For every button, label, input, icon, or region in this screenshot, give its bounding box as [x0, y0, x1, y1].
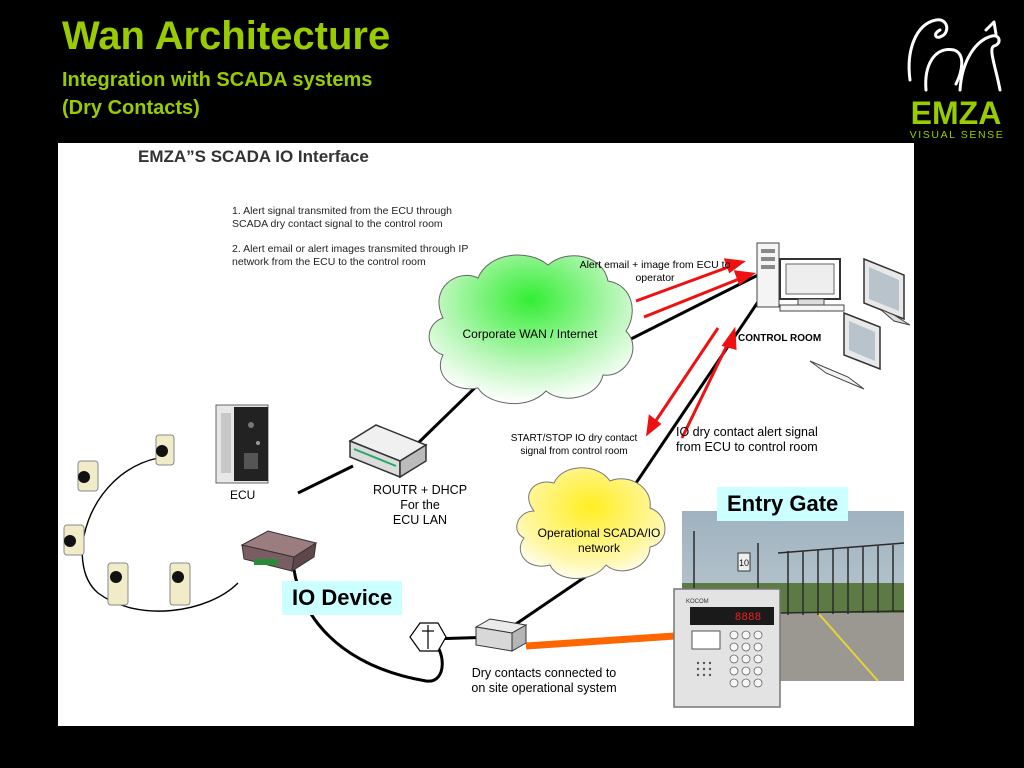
router-icon	[348, 424, 428, 479]
arrow-email-2	[643, 275, 745, 319]
dry-contacts-line-1: Dry contacts connected to	[471, 666, 617, 680]
wan-cloud-label: Corporate WAN / Internet	[462, 327, 598, 341]
note-2-line-1: 2. Alert email or alert images transmite…	[232, 243, 469, 255]
arrow-start-stop-head	[646, 414, 662, 437]
router-line-1: ROUTR + DHCP	[372, 483, 468, 497]
control-room-monitor-1-icon	[863, 257, 911, 326]
slide-subtitle: Integration with SCADA systems (Dry Cont…	[62, 66, 372, 122]
keypad-display: 8888	[735, 612, 761, 624]
gate-sign: 10	[739, 558, 749, 568]
start-stop-line-2: signal from control room	[520, 446, 628, 457]
control-room-pc-icon	[779, 258, 845, 312]
note-2: 2. Alert email or alert images transmite…	[232, 243, 502, 269]
camera-2-icon	[77, 460, 99, 492]
entry-gate-callout: Entry Gate	[717, 487, 849, 521]
camera-ring	[81, 457, 239, 612]
io-alert-line-1: IO dry contact alert signal	[676, 425, 818, 439]
ecu-server-icon	[215, 404, 269, 484]
dry-contacts-label: Dry contacts connected to on site operat…	[458, 666, 630, 696]
alert-email-line-1: Alert email + image from ECU to	[579, 259, 731, 271]
io-alert-line-2: from ECU to control room	[676, 440, 818, 454]
router-line-2: For the	[400, 498, 440, 512]
io-alert-label: IO dry contact alert signal from ECU to …	[676, 425, 818, 455]
arrow-io-alert-head	[721, 326, 737, 350]
slide-title: Wan Architecture	[62, 14, 391, 58]
camera-4-icon	[107, 562, 129, 606]
arrow-email-1-head	[723, 258, 746, 274]
subtitle-line-2: (Dry Contacts)	[62, 97, 200, 119]
emza-logo: EMZA VISUAL SENSE	[907, 18, 1005, 141]
alert-email-line-2: operator	[635, 272, 675, 284]
note-1: 1. Alert signal transmited from the ECU …	[232, 205, 502, 231]
camera-1-icon	[155, 434, 175, 466]
io-device-callout: IO Device	[282, 581, 403, 615]
scada-cloud-line-2: network	[577, 541, 621, 555]
orange-cable	[525, 632, 676, 650]
alert-email-label: Alert email + image from ECU to operator	[574, 259, 736, 285]
diagram-title: EMZA”S SCADA IO Interface	[138, 147, 369, 166]
arrow-start-stop	[651, 327, 720, 426]
camera-icons	[63, 434, 191, 606]
logo-figure-mid	[924, 48, 964, 92]
dry-contacts-line-2: on site operational system	[471, 681, 617, 695]
subtitle-line-1: Integration with SCADA systems	[62, 69, 373, 91]
scada-cloud-label: Operational SCADA/IO network	[524, 526, 674, 556]
arrow-io-alert	[680, 338, 732, 439]
router-line-3: ECU LAN	[392, 513, 448, 527]
keypad-intercom-icon: KOCOM 8888	[673, 588, 781, 708]
scada-cloud-line-1: Operational SCADA/IO	[537, 526, 661, 540]
note-1-line-1: 1. Alert signal transmited from the ECU …	[232, 205, 453, 217]
keypad-brand: KOCOM	[686, 599, 709, 605]
diagram-canvas: 10 KOCOM 8888	[63, 242, 911, 708]
arrow-email-1	[635, 263, 735, 303]
scada-diagram: 10 KOCOM 8888 EMZA”S SCADA IO Interfa	[58, 143, 914, 726]
link-scada-controlroom	[626, 292, 766, 496]
dry-contact-box-icon	[474, 618, 528, 652]
io-device-icon	[240, 530, 318, 573]
camera-5-icon	[169, 562, 191, 606]
note-1-line-2: SCADA dry contact signal to the control …	[232, 218, 443, 230]
note-2-line-2: network from the ECU to the control room	[232, 256, 426, 268]
link-scada-drycontact	[512, 573, 589, 628]
router-label: ROUTR + DHCP For the ECU LAN	[358, 483, 482, 528]
start-stop-line-1: START/STOP IO dry contact	[510, 433, 638, 444]
camera-3-icon	[63, 524, 85, 556]
logo-brand: EMZA	[911, 95, 1002, 131]
logo-figure-ear	[984, 20, 998, 36]
start-stop-label: START/STOP IO dry contact signal from co…	[498, 432, 650, 458]
logo-tagline: VISUAL SENSE	[910, 129, 1005, 141]
ecu-label: ECU	[230, 488, 256, 502]
link-ecu-router	[297, 464, 354, 495]
connector-icon	[409, 622, 447, 652]
wan-cloud	[428, 254, 634, 404]
logo-figure-left	[907, 18, 949, 82]
logo-figure-right	[958, 34, 1002, 92]
control-room-server-icon	[756, 242, 780, 308]
scada-cloud	[516, 467, 666, 579]
control-room-monitor-2-icon	[809, 311, 881, 390]
control-room-label: CONTROL ROOM	[738, 333, 822, 344]
arrow-email-2-head	[733, 270, 756, 286]
